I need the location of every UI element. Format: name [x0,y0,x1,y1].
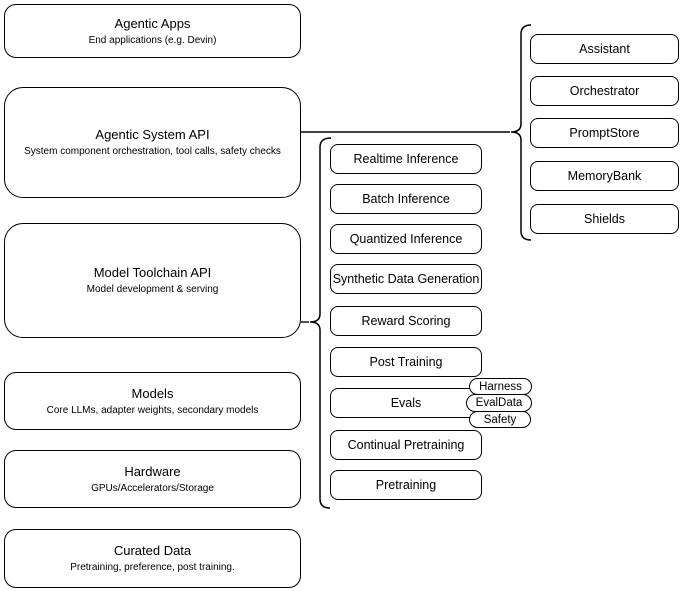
toolchain-services-brace [309,137,332,509]
node-subtitle: Model development & serving [86,284,219,295]
node-shields: Shields [530,204,679,234]
node-quantized-inference: Quantized Inference [330,224,482,254]
node-title: Agentic System API [95,127,210,142]
node-reward-scoring: Reward Scoring [330,306,482,336]
node-post-training: Post Training [330,347,482,377]
node-evals: Evals [330,388,482,418]
node-model-toolchain-api: Model Toolchain API Model development & … [4,223,301,338]
node-subtitle: Pretraining, preference, post training. [70,562,235,573]
node-agentic-apps: Agentic Apps End applications (e.g. Devi… [4,4,301,58]
node-pretraining: Pretraining [330,470,482,500]
node-assistant: Assistant [530,34,679,64]
system-components-brace [510,24,532,241]
node-title: Models [131,385,174,401]
node-batch-inference: Batch Inference [330,184,482,214]
node-hardware: Hardware GPUs/Accelerators/Storage [4,450,301,508]
tag-harness: Harness [469,378,532,395]
node-realtime-inference: Realtime Inference [330,144,482,174]
node-subtitle: Core LLMs, adapter weights, secondary mo… [46,404,259,416]
node-subtitle: End applications (e.g. Devin) [88,34,217,46]
node-curated-data: Curated Data Pretraining, preference, po… [4,529,301,588]
node-memorybank: MemoryBank [530,161,679,191]
node-title: Hardware [124,463,181,479]
node-subtitle: System component orchestration, tool cal… [24,146,281,157]
node-orchestrator: Orchestrator [530,76,679,106]
node-title: Agentic Apps [114,15,191,31]
node-agentic-system-api: Agentic System API System component orch… [4,87,301,198]
tag-evaldata: EvalData [466,394,532,412]
tag-safety: Safety [469,411,531,428]
node-continual-pretraining: Continual Pretraining [330,430,482,460]
node-promptstore: PromptStore [530,118,679,148]
node-synthetic-data-generation: Synthetic Data Generation [330,264,482,294]
node-models: Models Core LLMs, adapter weights, secon… [4,372,301,430]
node-title: Model Toolchain API [93,265,212,280]
node-subtitle: GPUs/Accelerators/Storage [91,482,214,494]
node-title: Curated Data [113,543,192,558]
